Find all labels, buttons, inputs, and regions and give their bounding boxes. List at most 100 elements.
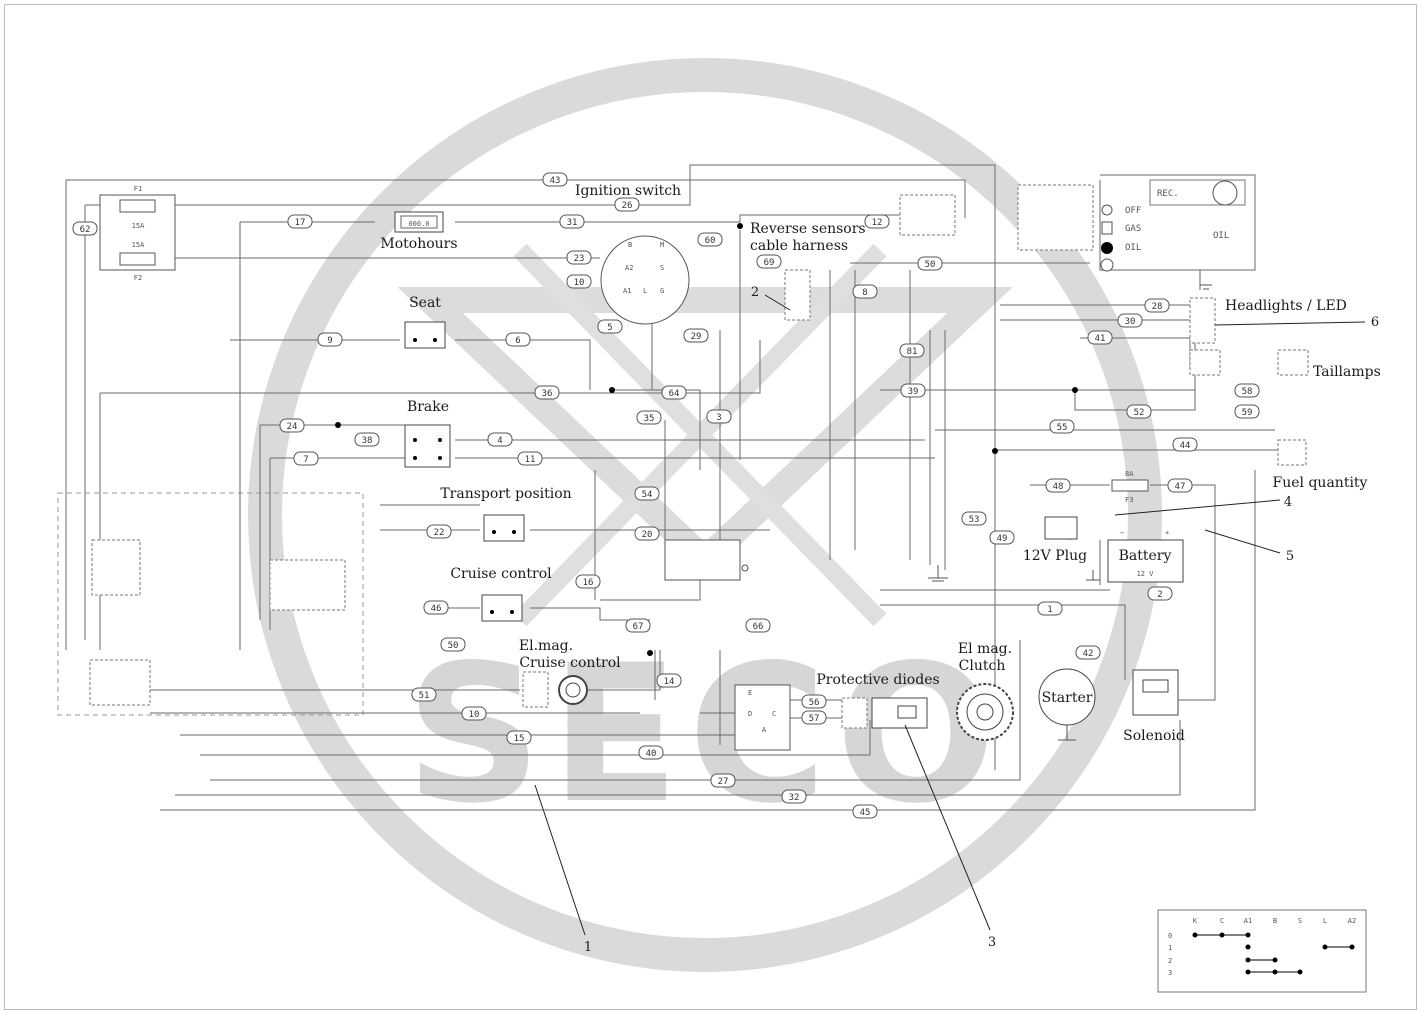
- wire-label: 5: [597, 319, 623, 334]
- wire-label: 51: [411, 687, 437, 702]
- taillamps: Taillamps: [1277, 349, 1381, 380]
- svg-text:41: 41: [1095, 334, 1106, 344]
- svg-text:M: M: [660, 241, 664, 249]
- svg-text:OIL: OIL: [1125, 243, 1141, 253]
- svg-text:66: 66: [753, 622, 764, 632]
- table-row-header: 0: [1168, 932, 1172, 940]
- wire-label: 46: [423, 600, 449, 615]
- svg-text:7: 7: [303, 455, 308, 465]
- wire-label: 44: [1172, 437, 1198, 452]
- svg-text:31: 31: [567, 218, 578, 228]
- wire-label: 9: [317, 332, 343, 347]
- table-row-header: 2: [1168, 957, 1172, 965]
- svg-text:69: 69: [764, 258, 775, 268]
- svg-text:57: 57: [809, 714, 820, 724]
- svg-text:Taillamps: Taillamps: [1313, 364, 1381, 380]
- wire-label: 49: [989, 530, 1015, 545]
- wire-label: 69: [756, 254, 782, 269]
- svg-text:3: 3: [716, 413, 721, 423]
- svg-text:39: 39: [908, 387, 919, 397]
- svg-text:23: 23: [574, 254, 585, 264]
- fuel-quantity-sensor: Fuel quantity: [1273, 439, 1368, 491]
- svg-text:20: 20: [642, 530, 653, 540]
- svg-text:38: 38: [362, 436, 373, 446]
- svg-text:30: 30: [1125, 317, 1136, 327]
- wire-label: 64: [661, 385, 687, 400]
- svg-text:OIL: OIL: [1213, 231, 1229, 241]
- wire-label: 50: [440, 637, 466, 652]
- wire-label: 10: [566, 274, 592, 289]
- elmag-cruise-control: El.mag. Cruise control: [519, 638, 621, 708]
- svg-text:Battery: Battery: [1119, 548, 1172, 564]
- svg-text:A1: A1: [623, 287, 631, 295]
- headlights: Headlights / LED: [1189, 297, 1347, 376]
- table-row-header: 3: [1168, 969, 1172, 977]
- wire-label: 29: [683, 328, 709, 343]
- svg-text:12: 12: [872, 218, 883, 228]
- svg-text:F3: F3: [1125, 496, 1133, 504]
- ignition-switch-label: Ignition switch: [575, 183, 681, 199]
- wire-label: 31: [559, 214, 585, 229]
- table-column-header: B: [1273, 917, 1277, 925]
- svg-text:81: 81: [907, 347, 918, 357]
- svg-text:15A: 15A: [132, 222, 145, 230]
- svg-text:35: 35: [644, 414, 655, 424]
- fuse-f3: F3 8A: [1111, 470, 1149, 504]
- svg-text:62: 62: [80, 225, 91, 235]
- wire-label: 57: [801, 710, 827, 725]
- 12v-plug: 12V Plug: [1023, 516, 1087, 564]
- svg-text:C: C: [772, 710, 776, 718]
- wire-label: 56: [801, 694, 827, 709]
- wire-label: 66: [745, 618, 771, 633]
- wire-label: 20: [634, 526, 660, 541]
- callout-2: 2: [751, 285, 759, 300]
- svg-text:16: 16: [583, 578, 594, 588]
- wire-label: 81: [899, 343, 925, 358]
- svg-text:Cruise control: Cruise control: [519, 655, 621, 671]
- svg-text:10: 10: [469, 710, 480, 720]
- wire-label: 58: [1234, 383, 1260, 398]
- wire-label: 10: [461, 706, 487, 721]
- table-column-header: C: [1220, 917, 1224, 925]
- svg-text:11: 11: [525, 455, 536, 465]
- svg-text:L: L: [643, 287, 647, 295]
- svg-text:B: B: [628, 241, 632, 249]
- svg-text:D: D: [748, 710, 752, 718]
- wire-label: 43: [542, 172, 568, 187]
- svg-text:Protective diodes: Protective diodes: [816, 672, 939, 688]
- wire-label: 30: [1117, 313, 1143, 328]
- wire-label: 62: [72, 221, 98, 236]
- solenoid: Solenoid: [1123, 669, 1185, 744]
- starter-motor: Starter: [1038, 668, 1096, 741]
- svg-text:6: 6: [515, 336, 520, 346]
- svg-text:El.mag.: El.mag.: [519, 638, 573, 654]
- wire-label: 50: [917, 256, 943, 271]
- svg-text:Brake: Brake: [407, 399, 449, 415]
- center-connector: [609, 387, 749, 656]
- svg-text:12V Plug: 12V Plug: [1023, 548, 1087, 564]
- wire-label: 23: [566, 250, 592, 265]
- svg-text:Fuel quantity: Fuel quantity: [1273, 475, 1368, 491]
- wire-label: 4: [487, 432, 513, 447]
- wire-label: 6: [505, 332, 531, 347]
- motohours-display: 000.0: [408, 220, 429, 228]
- svg-text:El mag.: El mag.: [958, 641, 1012, 657]
- junction-dots: [992, 387, 1078, 454]
- svg-text:43: 43: [550, 176, 561, 186]
- svg-text:27: 27: [718, 777, 729, 787]
- svg-text:8A: 8A: [1125, 470, 1134, 478]
- fuse-f2-label: F2: [134, 274, 142, 282]
- svg-text:4: 4: [497, 436, 502, 446]
- svg-text:17: 17: [295, 218, 306, 228]
- ignition-switch: Ignition switch B M A2 S A1 L G: [575, 183, 690, 325]
- svg-text:A: A: [762, 726, 767, 734]
- svg-text:53: 53: [969, 515, 980, 525]
- oil-module: REC. OFF GAS OIL OIL: [1017, 179, 1246, 272]
- svg-text:51: 51: [419, 691, 430, 701]
- brake-switch: Brake: [335, 399, 451, 468]
- svg-text:Transport position: Transport position: [440, 486, 571, 502]
- svg-text:44: 44: [1180, 441, 1191, 451]
- svg-text:48: 48: [1053, 482, 1064, 492]
- wire-label: 14: [656, 673, 682, 688]
